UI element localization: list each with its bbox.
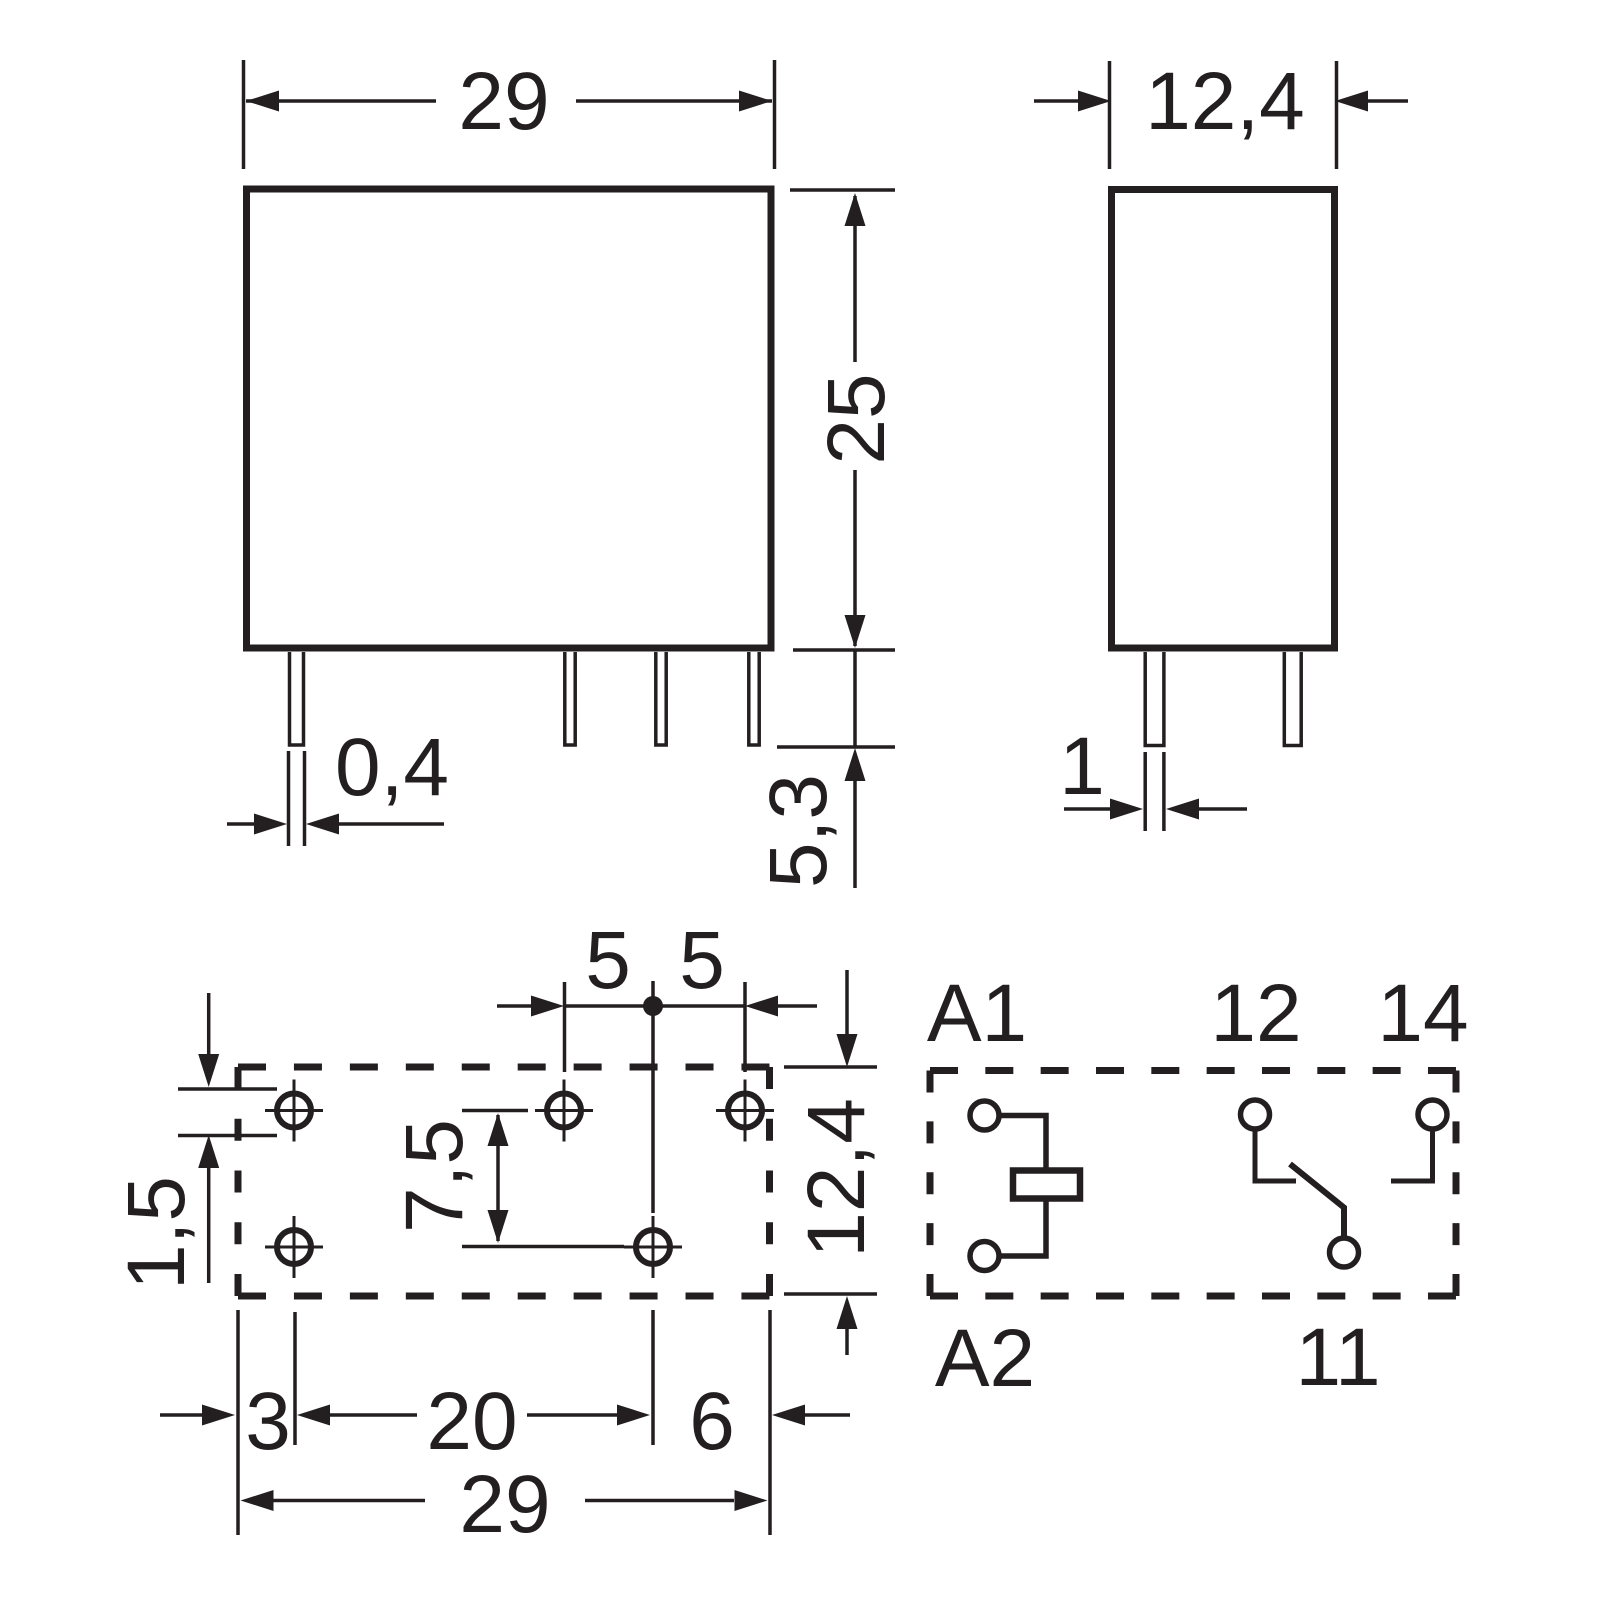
svg-text:14: 14 [1377, 968, 1468, 1059]
svg-text:5,3: 5,3 [753, 774, 844, 888]
svg-text:29: 29 [458, 56, 549, 147]
svg-text:A2: A2 [935, 1313, 1035, 1404]
svg-text:12,4: 12,4 [791, 1098, 882, 1258]
svg-text:25: 25 [811, 373, 902, 464]
svg-text:11: 11 [1295, 1312, 1380, 1403]
svg-text:29: 29 [459, 1459, 550, 1550]
svg-text:5: 5 [585, 915, 631, 1006]
svg-text:7,5: 7,5 [389, 1119, 480, 1233]
svg-text:6: 6 [689, 1376, 735, 1467]
svg-text:1: 1 [1059, 721, 1105, 812]
svg-text:5: 5 [679, 915, 725, 1006]
svg-text:3: 3 [245, 1376, 291, 1467]
svg-text:1,5: 1,5 [111, 1176, 202, 1290]
svg-text:20: 20 [426, 1376, 517, 1467]
svg-text:0,4: 0,4 [335, 722, 449, 813]
svg-text:12: 12 [1210, 968, 1301, 1059]
svg-text:12,4: 12,4 [1145, 56, 1305, 147]
svg-text:A1: A1 [927, 968, 1027, 1059]
